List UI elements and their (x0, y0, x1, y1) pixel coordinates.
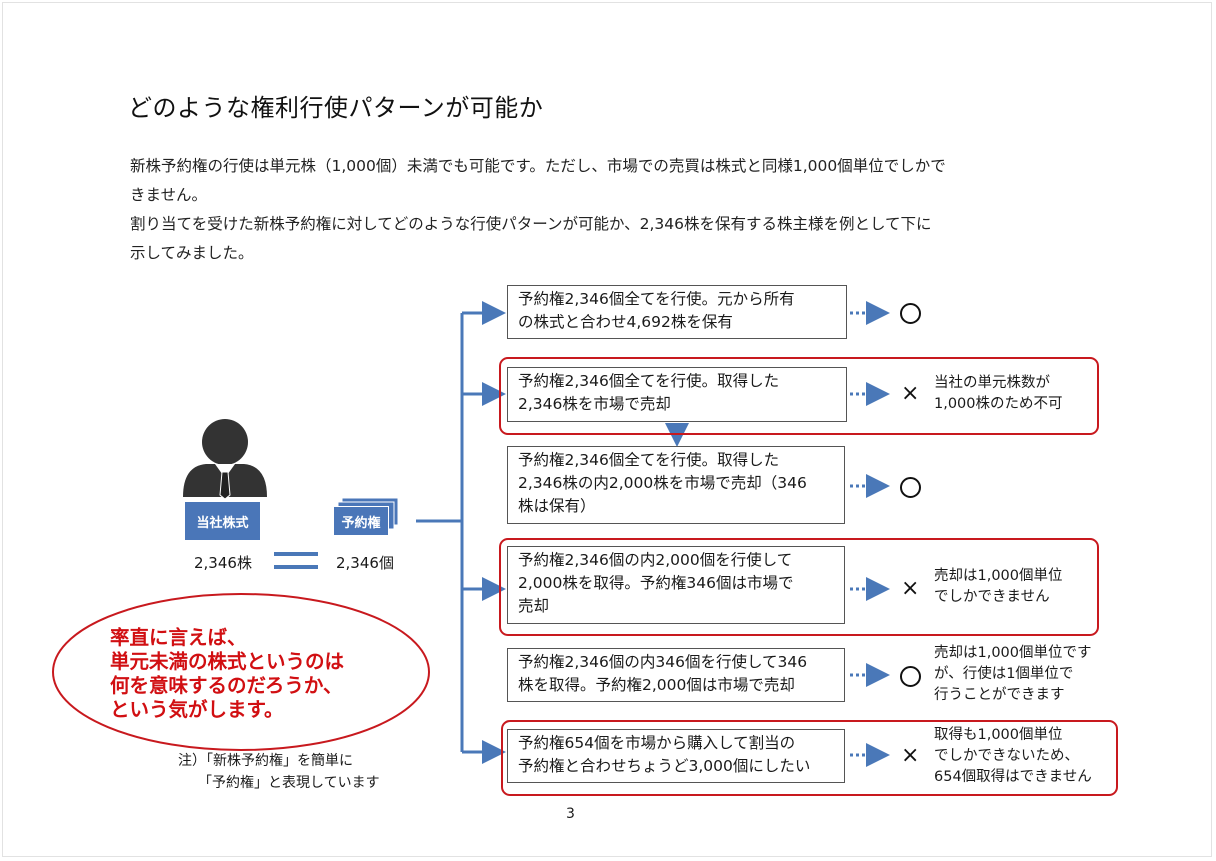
comment-line: という気がします。 (110, 698, 284, 721)
cross-mark-icon: × (901, 381, 920, 406)
result-note: 売却は1,000個単位 でしかできません (934, 568, 1063, 605)
intro-text: 新株予約権の行使は単元株（1,000個）未満でも可能です。ただし、市場での売買は… (130, 152, 1050, 268)
comment-text: 率直に言えば、 単元未満の株式というのは 何を意味するのだろうか、 という気がし… (110, 626, 410, 722)
footnote-line: 注）「新株予約権」を簡単に (178, 753, 353, 769)
circle-mark-icon (900, 303, 921, 324)
page-number: 3 (566, 806, 575, 822)
circle-mark-icon (900, 477, 921, 498)
stock-count: 2,346株 (194, 554, 252, 572)
right-badge: 予約権 (333, 506, 389, 536)
pattern-box: 予約権2,346個全てを行使。取得した 2,346株を市場で売却 (507, 367, 847, 422)
pattern-box: 予約権2,346個の内346個を行使して346 株を取得。予約権2,000個は市… (507, 648, 845, 702)
rejected-frame (499, 357, 1099, 435)
intro-line: 新株予約権の行使は単元株（1,000個）未満でも可能です。ただし、市場での売買は… (130, 157, 946, 175)
comment-line: 何を意味するのだろうか、 (110, 674, 343, 697)
intro-line: 示してみました。 (130, 244, 254, 262)
rejected-frame (499, 538, 1099, 636)
result-note: 取得も1,000個単位 でしかできないため、 654個取得はできません (934, 727, 1092, 785)
pattern-box: 予約権2,346個の内2,000個を行使して 2,000株を取得。予約権346個… (507, 546, 845, 624)
cross-mark-icon: × (901, 576, 920, 601)
stock-badge: 当社株式 (185, 502, 260, 540)
rejected-frame (501, 720, 1118, 796)
cross-mark-icon: × (901, 743, 920, 768)
page-title: どのような権利行使パターンが可能か (128, 94, 544, 122)
intro-line: きません。 (130, 186, 208, 204)
right-count: 2,346個 (336, 554, 394, 572)
intro-line: 割り当てを受けた新株予約権に対してどのような行使パターンが可能か、2,346株を… (130, 215, 932, 233)
footnote-line: 「予約権」と表現しています (198, 775, 380, 791)
pattern-box: 予約権2,346個全てを行使。取得した 2,346株の内2,000株を市場で売却… (507, 446, 845, 524)
circle-mark-icon (900, 666, 921, 687)
result-note: 売却は1,000個単位です が、行使は1個単位で 行うことができます (934, 645, 1092, 703)
comment-line: 率直に言えば、 (110, 626, 247, 649)
comment-line: 単元未満の株式というのは (110, 650, 345, 673)
result-note: 当社の単元株数が 1,000株のため不可 (934, 375, 1063, 412)
pattern-box: 予約権654個を市場から購入して割当の 予約権と合わせちょうど3,000個にした… (507, 729, 845, 783)
pattern-box: 予約権2,346個全てを行使。元から所有 の株式と合わせ4,692株を保有 (507, 285, 847, 339)
footnote: 注）「新株予約権」を簡単に 「予約権」と表現しています (178, 750, 380, 794)
